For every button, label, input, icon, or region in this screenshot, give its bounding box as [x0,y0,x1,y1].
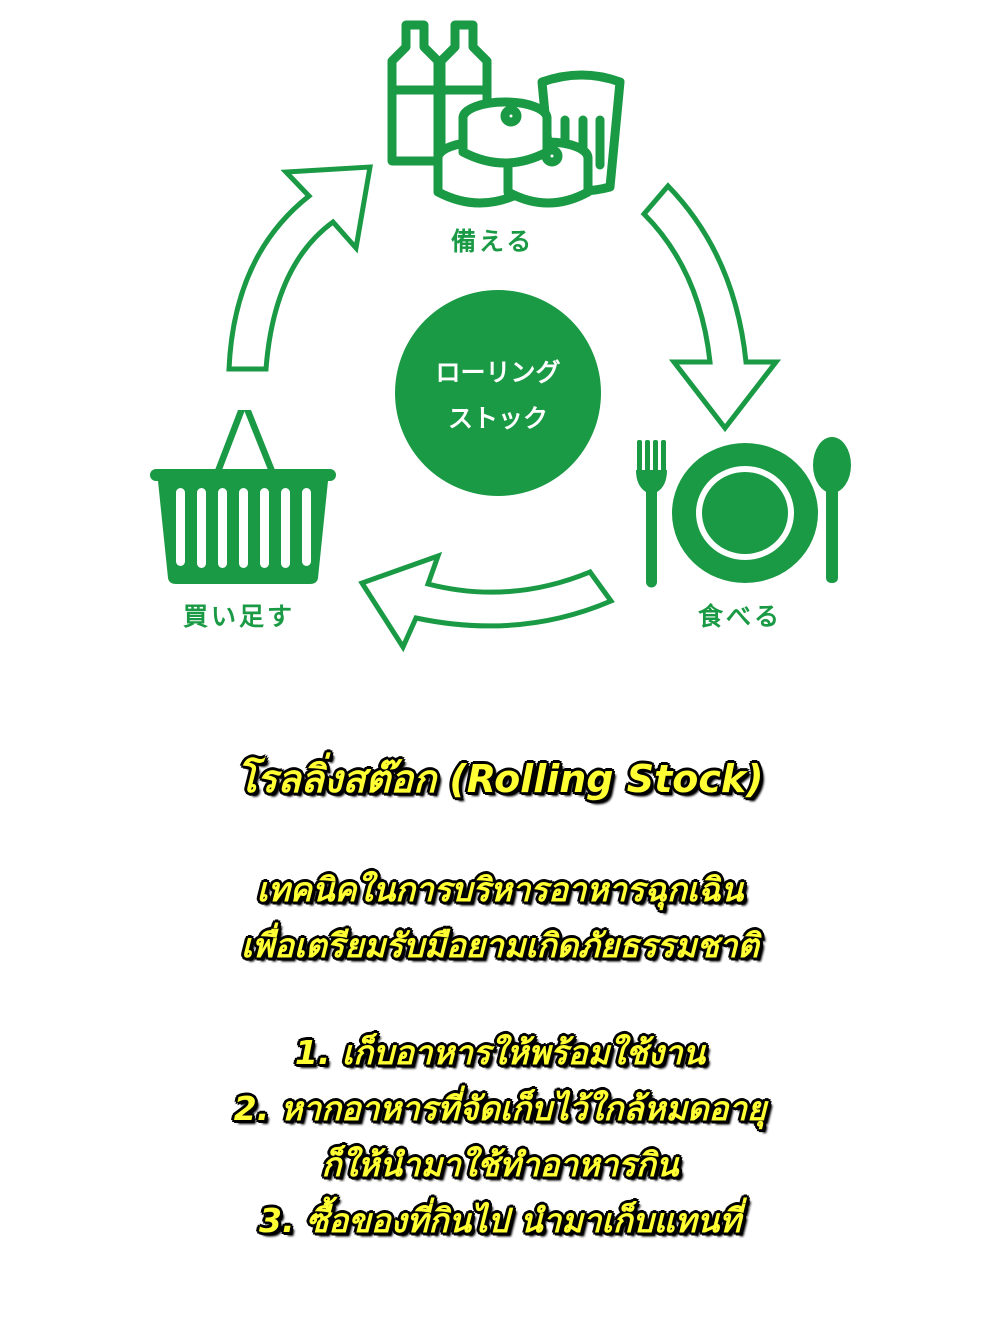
step-label-buy: 買い足す [183,602,296,631]
caption-list-item: 1. เก็บอาหารให้พร้อมใช้งาน [294,1033,706,1072]
caption-list-item: ก็ให้นำมาใช้ทำอาหารกิน [321,1145,679,1184]
arrow-prepare-to-eat [640,182,782,433]
cycle-diagram [150,20,851,653]
caption-subtitle: เทคนิคในการบริหารอาหารฉุกเฉิน เพื่อเตรีย… [0,862,1000,974]
center-circle [395,290,601,496]
step-label-eat: 食べる [698,602,783,631]
caption-subtitle-line: เพื่อเตรียมรับมือยามเกิดภัยธรรมชาติ [241,926,759,965]
plate-fork-spoon-icon [636,437,851,588]
shopping-basket-icon [150,410,336,584]
caption-steps-list: 1. เก็บอาหารให้พร้อมใช้งาน 2. หากอาหารที… [0,1025,1000,1249]
caption-list-item: 2. หากอาหารที่จัดเก็บไว้ใกล้หมดอายุ [233,1089,767,1128]
arrow-buy-to-prepare [226,164,374,372]
caption-list-item: 3. ซื้อของที่กินไป นำมาเก็บแทนที่ [259,1201,741,1240]
center-title-line1: ローリング [435,358,561,387]
bottles-cans-cup-icon [387,20,625,208]
caption-subtitle-line: เทคนิคในการบริหารอาหารฉุกเฉิน [256,870,744,909]
caption-title: โรลลิ่งสต๊อก (Rolling Stock) [236,757,764,801]
step-label-prepare: 備える [451,227,535,256]
center-title: ローリング ストック [396,350,600,442]
center-title-line2: ストック [447,404,548,433]
arrow-eat-to-buy [358,551,615,653]
